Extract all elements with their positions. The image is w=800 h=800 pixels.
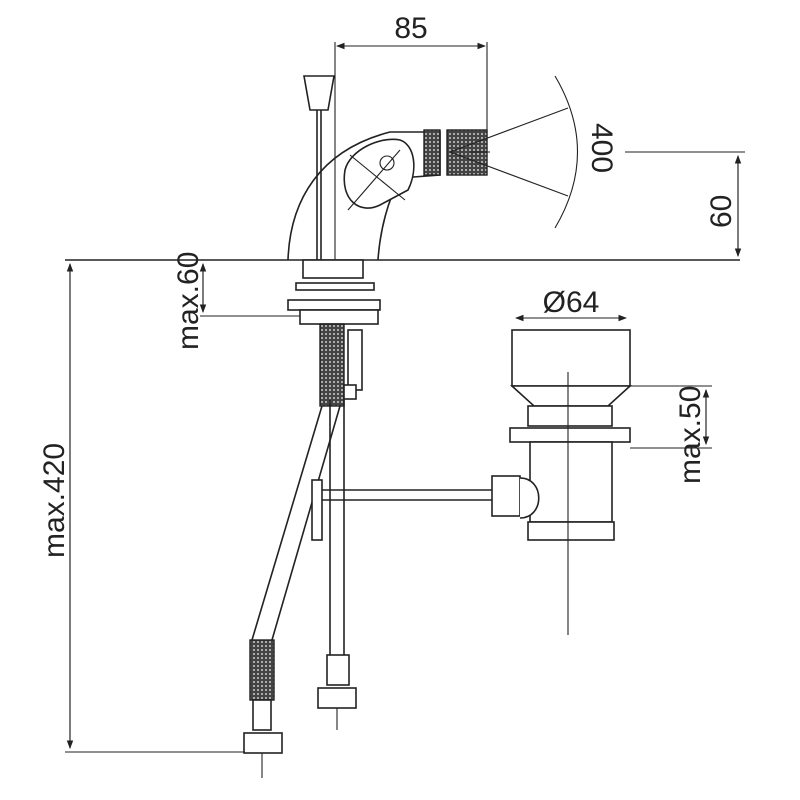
mixer-body	[287, 129, 488, 261]
dimension-60: 60	[625, 151, 745, 258]
supply-hoses	[243, 400, 357, 778]
spray-angle: 400	[449, 75, 618, 229]
dim-label-max-50: max.50	[674, 386, 707, 484]
pop-up-waste: Ø64	[509, 286, 633, 635]
mounting-shank	[287, 259, 381, 407]
dim-label-400: 400	[585, 123, 618, 173]
dim-label-max-60: max.60	[172, 252, 205, 350]
dim-label-diameter-64: Ø64	[543, 286, 600, 319]
dimension-max-420: max.420	[38, 262, 245, 753]
dimension-max-50: max.50	[630, 385, 712, 484]
dim-label-85: 85	[394, 12, 427, 45]
pop-up-linkage	[311, 475, 521, 541]
dim-label-60: 60	[705, 195, 738, 228]
lift-rod	[303, 75, 335, 270]
dimension-85: 85	[334, 12, 488, 260]
dim-label-max-420: max.420	[38, 443, 71, 558]
dimension-max-60: max.60	[172, 252, 300, 350]
